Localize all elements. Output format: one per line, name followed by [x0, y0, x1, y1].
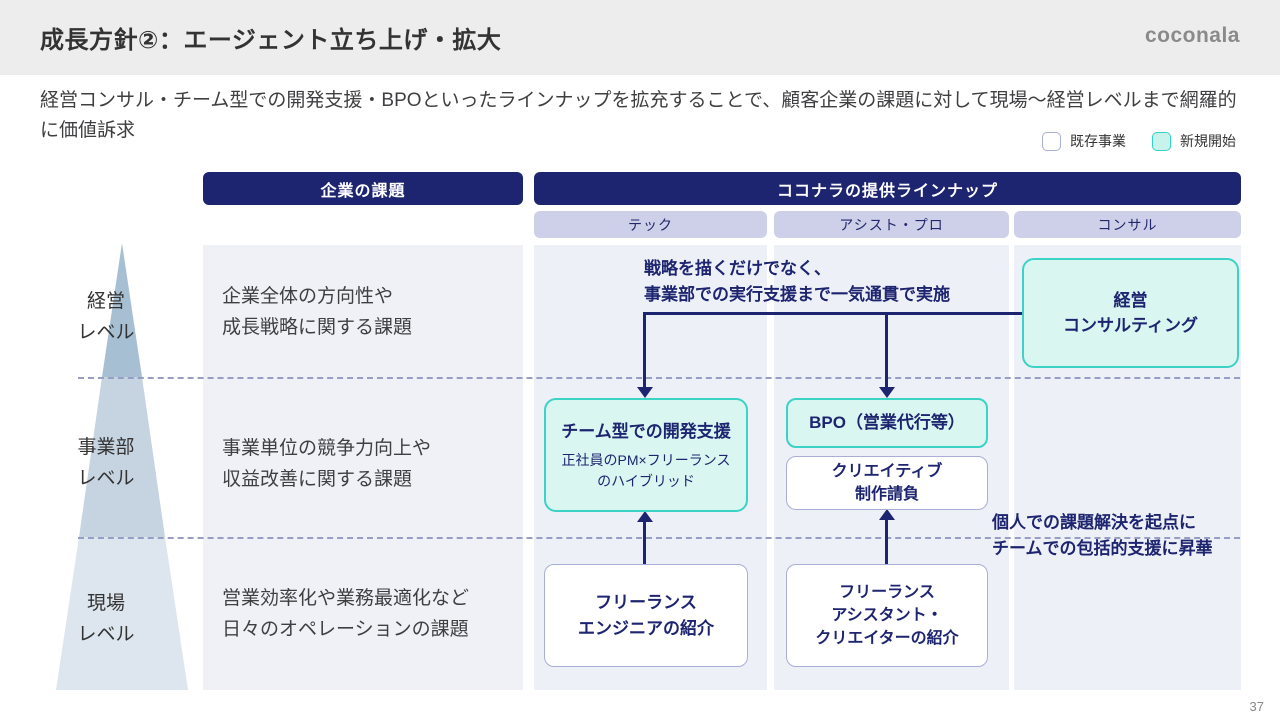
legend-new-label: 新規開始	[1180, 133, 1236, 149]
issue-management: 企業全体の方向性や 成長戦略に関する課題	[222, 286, 413, 338]
coconala-logo: coconala	[1144, 24, 1240, 47]
legend-existing-label: 既存事業	[1070, 133, 1126, 149]
issues-column-background	[203, 245, 523, 690]
levels-pyramid	[56, 243, 188, 690]
connector-down-assist	[885, 312, 888, 389]
connector-up-assist	[885, 519, 888, 565]
box-creative: クリエイティブ 制作請負	[786, 456, 988, 510]
team-development-desc: 正社員のPM×フリーランス のハイブリッド	[561, 452, 731, 489]
new-business-swatch	[1152, 131, 1171, 151]
page-title: 成長方針②：エージェント立ち上げ・拡大	[40, 27, 502, 54]
issue-field: 営業効率化や業務最適化など 日々のオペレーションの課題	[222, 588, 470, 640]
issues-header-bar: 企業の課題	[203, 172, 523, 205]
box-freelance-engineer: フリーランス エンジニアの紹介	[544, 564, 748, 667]
box-management-consulting: 経営 コンサルティング	[1022, 258, 1239, 368]
legend-item-existing: 既存事業	[1042, 131, 1126, 151]
existing-business-swatch	[1042, 131, 1061, 151]
row-divider-1	[78, 377, 1240, 379]
connector-down-tech	[643, 312, 646, 389]
legend: 既存事業 新規開始	[1042, 131, 1236, 151]
level-label-management: 経営 レベル	[77, 291, 135, 344]
legend-item-new: 新規開始	[1152, 131, 1236, 151]
box-bpo: BPO（営業代行等）	[786, 398, 988, 448]
connector-horizontal-line	[643, 312, 1024, 315]
arrow-up-assist-icon	[879, 509, 895, 520]
column-header-assist: アシスト・プロ	[774, 211, 1009, 238]
level-label-division: 事業部 レベル	[77, 437, 135, 490]
consulting-note: 戦略を描くだけでなく、 事業部での実行支援まで一気通貫で実施	[644, 259, 950, 305]
row-divider-2	[78, 537, 1240, 539]
column-header-consulting: コンサル	[1014, 211, 1241, 238]
box-freelance-assistant: フリーランス アシスタント・ クリエイターの紹介	[786, 564, 988, 667]
column-header-tech: テック	[534, 211, 767, 238]
page-number: 37	[1249, 699, 1264, 714]
issue-division: 事業単位の競争力向上や 収益改善に関する課題	[222, 438, 432, 490]
box-team-development: チーム型での開発支援 正社員のPM×フリーランス のハイブリッド	[544, 398, 748, 512]
connector-up-tech	[643, 521, 646, 565]
arrow-down-assist-icon	[879, 387, 895, 398]
intro-text: 経営コンサル・チーム型での開発支援・BPOといったラインナップを拡充することで、…	[40, 90, 1237, 142]
arrow-down-tech-icon	[637, 387, 653, 398]
individual-note: 個人での課題解決を起点に チームでの包括的支援に昇華	[992, 513, 1213, 559]
arrow-up-tech-icon	[637, 511, 653, 522]
lineup-header-bar: ココナラの提供ラインナップ	[534, 172, 1241, 205]
level-label-field: 現場 レベル	[77, 593, 135, 646]
header-band: 成長方針②：エージェント立ち上げ・拡大	[0, 0, 1280, 75]
